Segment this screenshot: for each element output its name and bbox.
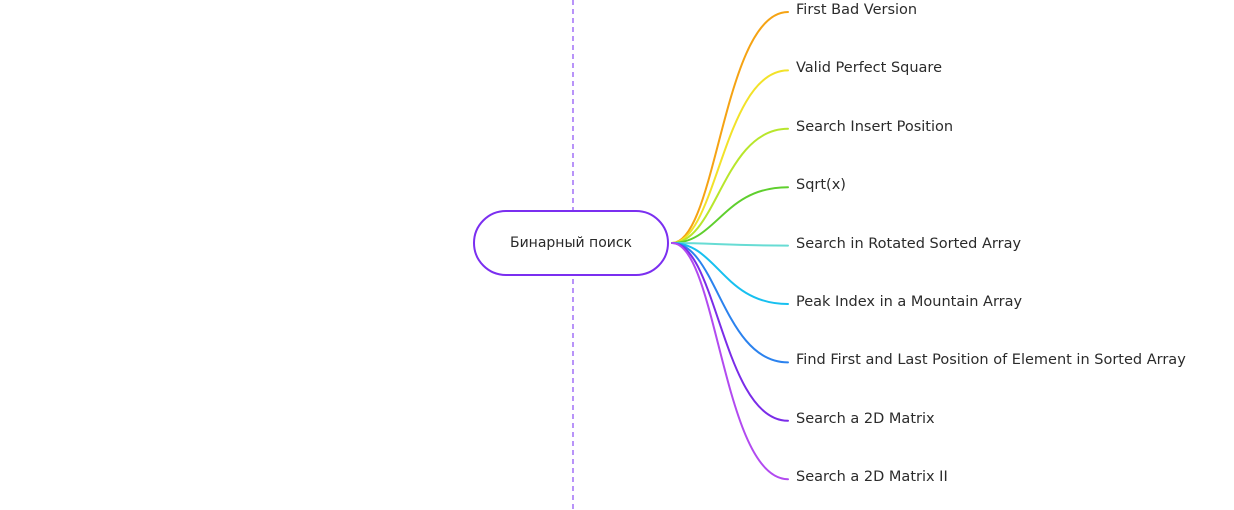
root-topic-node[interactable]: Бинарный поиск <box>473 210 669 276</box>
branch-topic-label[interactable]: Valid Perfect Square <box>796 60 942 77</box>
branch-connector <box>671 186 789 244</box>
branch-connector <box>671 242 789 422</box>
branch-topic-label[interactable]: Peak Index in a Mountain Array <box>796 294 1023 310</box>
branch-topic-label[interactable]: Search a 2D Matrix II <box>796 469 948 486</box>
branch-connector <box>671 242 789 481</box>
branch-connectors <box>671 11 789 481</box>
branch-topic-label[interactable]: Search a 2D Matrix <box>796 410 935 427</box>
branch-topic-label[interactable]: Find First and Last Position of Element … <box>796 352 1186 369</box>
branch-connector <box>671 242 789 247</box>
branch-connector <box>671 242 789 305</box>
branch-topic-label[interactable]: Search Insert Position <box>796 118 954 135</box>
root-topic-label: Бинарный поиск <box>509 235 633 251</box>
branch-topic-label[interactable]: First Bad Version <box>796 2 918 18</box>
branch-topic-label[interactable]: Search in Rotated Sorted Array <box>796 235 1022 252</box>
branch-connector <box>671 127 789 244</box>
branch-connector <box>671 11 789 244</box>
branch-connector <box>671 69 789 244</box>
branch-connector <box>671 242 789 364</box>
branch-topic-label[interactable]: Sqrt(x) <box>796 177 846 194</box>
